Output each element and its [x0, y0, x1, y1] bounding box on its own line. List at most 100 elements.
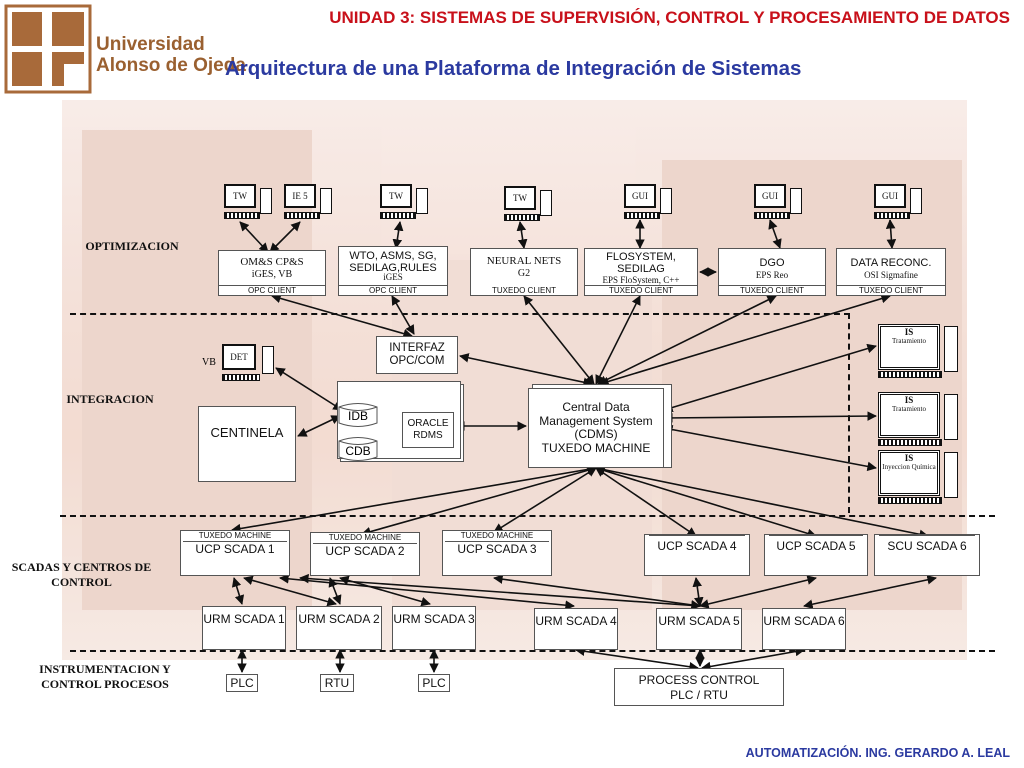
keyboard-icon — [222, 374, 260, 381]
urm-scada-2: URM SCADA 2 — [296, 606, 382, 650]
flo-line2: SEDILAG — [617, 263, 665, 275]
urm-scada-5: URM SCADA 5 — [656, 608, 742, 650]
computer-icon-tw2: TW — [380, 184, 428, 224]
computer-icon-is2: IS Tratamiento — [878, 392, 964, 448]
slide-title: Arquitectura de una Plataforma de Integr… — [225, 57, 802, 80]
tower-icon — [944, 326, 958, 372]
flo-tag: TUXEDO CLIENT — [585, 285, 697, 295]
wto-line1: WTO, ASMS, SG, — [349, 250, 437, 262]
separator-opt-integ — [70, 313, 850, 315]
ucp6-tag — [879, 535, 975, 536]
urm-scada-3: URM SCADA 3 — [392, 606, 476, 650]
computer-icon-tw1: TW — [224, 184, 272, 224]
monitor-screen: IS Tratamiento — [878, 392, 940, 438]
monitor-screen: GUI — [754, 184, 786, 208]
keyboard-icon — [380, 212, 416, 219]
monitor-screen: GUI — [874, 184, 906, 208]
university-name: Universidad Alonso de Ojeda — [96, 34, 246, 76]
dgo-tag: TUXEDO CLIENT — [719, 285, 825, 295]
level-instrumentacion: INSTRUMENTACION Y CONTROL PROCESOS — [39, 662, 171, 691]
ucp6-label: SCU SCADA 6 — [887, 539, 967, 553]
logo-line1: Universidad — [96, 34, 205, 55]
is2-sub: Tratamiento — [892, 405, 926, 413]
university-logo — [4, 4, 92, 94]
monitor-screen: IE 5 — [284, 184, 316, 208]
keyboard-icon — [224, 212, 260, 219]
rtu: RTU — [320, 674, 354, 692]
wto-tag: OPC CLIENT — [339, 285, 447, 295]
wto-line3: iGES — [383, 272, 403, 282]
ucp1-tag: TUXEDO MACHINE — [183, 531, 287, 542]
keyboard-icon — [874, 212, 910, 219]
tower-icon — [262, 346, 274, 374]
is1-label: IS — [904, 327, 914, 337]
cylinder-icon — [338, 437, 378, 461]
tower-icon — [944, 394, 958, 440]
tower-icon — [416, 188, 428, 214]
dr-tag: TUXEDO CLIENT — [837, 285, 945, 295]
ucp-scada-3: TUXEDO MACHINE UCP SCADA 3 — [442, 530, 552, 576]
tower-icon — [260, 188, 272, 214]
dr-line2: OSI Sigmafine — [864, 270, 918, 280]
unit-title: UNIDAD 3: SISTEMAS DE SUPERVISIÓN, CONTR… — [329, 8, 1010, 27]
opt-box-neural-nets: NEURAL NETS G2 TUXEDO CLIENT — [470, 248, 578, 296]
cylinder-icon — [338, 403, 378, 427]
scu-scada-6: SCU SCADA 6 — [874, 534, 980, 576]
opt-box-dgo: DGO EPS Reo TUXEDO CLIENT — [718, 248, 826, 296]
cdms-line3: (CDMS) — [574, 427, 618, 441]
ucp5-tag — [769, 535, 863, 536]
is2-label: IS — [904, 395, 914, 405]
tower-icon — [944, 452, 958, 498]
keyboard-icon — [284, 212, 320, 219]
dr-line1: DATA RECONC. — [850, 257, 932, 269]
keyboard-icon — [504, 214, 540, 221]
monitor-screen: GUI — [624, 184, 656, 208]
ucp4-label: UCP SCADA 4 — [657, 539, 737, 553]
computer-icon-gui1: GUI — [624, 184, 672, 224]
cdms-line2: Management System — [539, 414, 653, 428]
process-control-line2: PLC / RTU — [670, 688, 728, 702]
keyboard-icon — [878, 371, 942, 378]
monitor-screen: IS Inyeccion Química — [878, 450, 940, 496]
level-integracion: INTEGRACION — [66, 392, 154, 406]
ucp2-label: UCP SCADA 2 — [325, 544, 405, 558]
nn-tag: TUXEDO CLIENT — [491, 286, 556, 295]
plc-2: PLC — [418, 674, 450, 692]
wto-line2: SEDILAG,RULES — [349, 262, 437, 274]
monitor-screen: TW — [504, 186, 536, 210]
is3-label: IS — [904, 453, 914, 463]
interfaz-opc-com: INTERFAZ OPC/COM — [376, 336, 458, 374]
computer-icon-gui2: GUI — [754, 184, 802, 224]
keyboard-icon — [878, 439, 942, 446]
opt-box-data-reconc: DATA RECONC. OSI Sigmafine TUXEDO CLIENT — [836, 248, 946, 296]
ucp2-tag: TUXEDO MACHINE — [313, 533, 417, 544]
nn-line2: G2 — [517, 268, 531, 279]
vb-label: VB — [202, 357, 216, 368]
plc-1: PLC — [226, 674, 258, 692]
keyboard-icon — [878, 497, 942, 504]
ucp-scada-5: UCP SCADA 5 — [764, 534, 868, 576]
keyboard-icon — [754, 212, 790, 219]
process-control-box: PROCESS CONTROL PLC / RTU — [614, 668, 784, 706]
computer-icon-gui3: GUI — [874, 184, 922, 224]
ucp4-tag — [649, 535, 745, 536]
opt-box-flosystem: FLOSYSTEM, SEDILAG EPS FloSystem, C++ TU… — [584, 248, 698, 296]
oms-line2: iGES, VB — [251, 269, 293, 280]
computer-icon-is1: IS Tratamiento — [878, 324, 964, 380]
tower-icon — [660, 188, 672, 214]
level-optimizacion: OPTIMIZACION — [85, 239, 179, 253]
ucp-scada-2: TUXEDO MACHINE UCP SCADA 2 — [310, 532, 420, 576]
oms-tag: OPC CLIENT — [219, 285, 325, 295]
footer-author: AUTOMATIZACIÓN. ING. GERARDO A. LEAL — [745, 746, 1010, 760]
computer-icon-is3: IS Inyeccion Química — [878, 450, 964, 506]
is1-sub: Tratamiento — [892, 337, 926, 345]
dgo-line1: DGO — [759, 257, 785, 269]
tower-icon — [790, 188, 802, 214]
opt-box-oms: OM&S CP&S iGES, VB OPC CLIENT — [218, 250, 326, 296]
idb-cylinder: IDB — [338, 402, 378, 428]
oms-line1: OM&S CP&S — [240, 256, 304, 268]
urm-scada-1: URM SCADA 1 — [202, 606, 286, 650]
level-scadas: SCADAS Y CENTROS DE CONTROL — [11, 560, 152, 589]
ucp3-tag: TUXEDO MACHINE — [445, 531, 549, 542]
cdb-label: CDB — [345, 444, 371, 458]
